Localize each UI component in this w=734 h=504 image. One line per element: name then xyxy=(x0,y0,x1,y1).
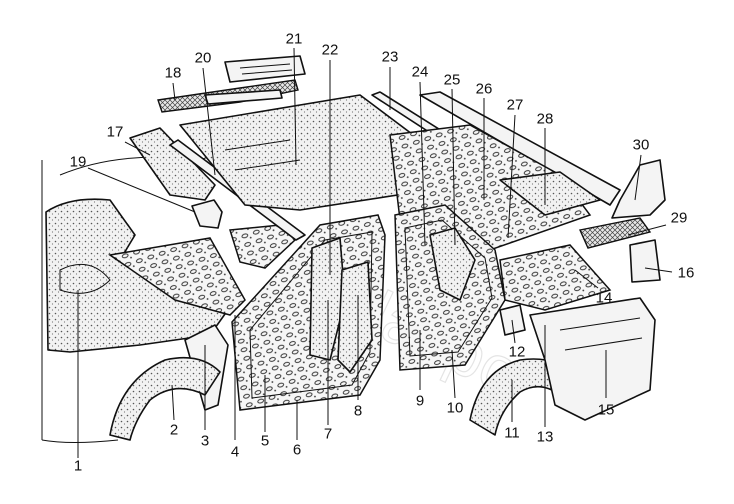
callout-22: 22 xyxy=(322,42,339,59)
part-30-bracket xyxy=(611,159,666,219)
callout-7: 7 xyxy=(324,426,332,443)
body-outline-left xyxy=(41,160,119,443)
part-8-pad xyxy=(337,261,373,373)
callout-3: 3 xyxy=(201,433,209,450)
callout-26: 26 xyxy=(476,81,493,98)
callout-5: 5 xyxy=(261,433,269,450)
part-14-grid xyxy=(499,244,612,311)
part-16-piece xyxy=(629,239,661,283)
callout-16: 16 xyxy=(678,265,695,282)
callout-25: 25 xyxy=(444,72,461,89)
part-rear-door-inner xyxy=(404,219,493,357)
part-15-ribs xyxy=(559,317,643,351)
callout-13: 13 xyxy=(537,429,554,446)
callout-29: 29 xyxy=(671,210,688,227)
callout-28: 28 xyxy=(537,111,554,128)
callout-21: 21 xyxy=(286,31,303,48)
callout-1: 1 xyxy=(74,458,82,475)
callout-11: 11 xyxy=(504,425,520,442)
callout-14: 14 xyxy=(596,290,613,307)
callout-19: 19 xyxy=(70,154,87,171)
part-25-pad xyxy=(429,227,476,301)
callout-24: 24 xyxy=(412,64,429,81)
callout-6: 6 xyxy=(293,442,301,459)
callout-18: 18 xyxy=(165,65,182,82)
callout-23: 23 xyxy=(382,49,399,66)
part-17-panel xyxy=(129,127,216,201)
part-front-door-inner xyxy=(249,231,373,399)
callout-17: 17 xyxy=(107,124,124,141)
part-21-lines xyxy=(239,63,293,75)
part-1-contour xyxy=(59,263,111,294)
part-side-grid-left xyxy=(108,237,246,316)
callout-2: 2 xyxy=(170,422,178,439)
callout-labels: 1 2 3 4 5 6 7 8 9 10 11 12 13 14 15 16 1… xyxy=(70,31,695,475)
callout-10: 10 xyxy=(447,400,464,417)
part-29-strip xyxy=(579,217,652,249)
callout-15: 15 xyxy=(598,402,615,419)
callout-27: 27 xyxy=(507,97,524,114)
part-15-quarter-panel xyxy=(529,297,656,421)
part-small-grid xyxy=(229,224,297,269)
part-roof-ribs xyxy=(224,139,301,171)
part-28-pad xyxy=(499,171,601,216)
callout-12: 12 xyxy=(509,344,526,361)
part-7-pillar xyxy=(309,237,346,361)
part-2-wheel-arch xyxy=(109,356,221,441)
callout-20: 20 xyxy=(195,50,212,67)
leader-lines xyxy=(77,47,673,458)
callout-30: 30 xyxy=(633,137,650,154)
part-21-pad xyxy=(224,55,306,83)
callout-9: 9 xyxy=(416,393,424,410)
part-19-bracket xyxy=(191,199,223,229)
callout-4: 4 xyxy=(231,444,239,461)
callout-8: 8 xyxy=(354,403,362,420)
